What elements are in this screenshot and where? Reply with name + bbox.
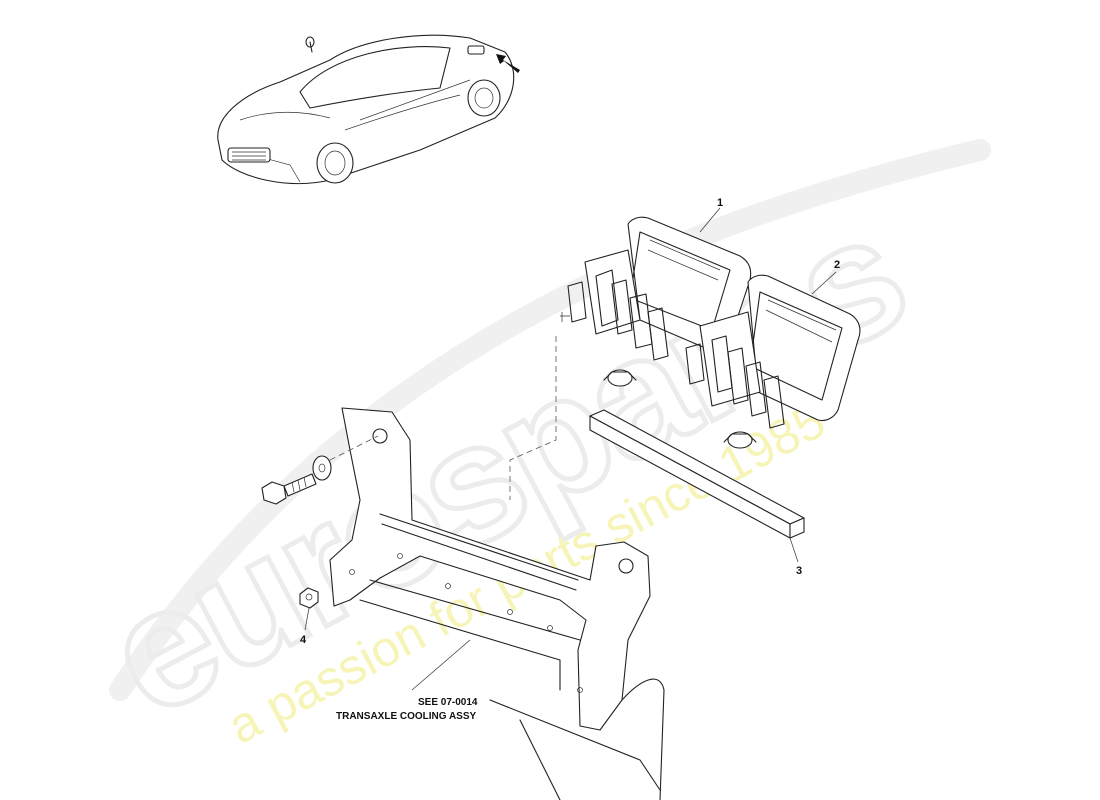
mounting-bracket bbox=[329, 407, 665, 800]
bolt bbox=[261, 473, 317, 505]
leader-lines bbox=[304, 207, 837, 691]
reference-note-line1: SEE 07-0014 bbox=[418, 697, 478, 708]
callout-3: 3 bbox=[796, 565, 802, 577]
washer bbox=[312, 455, 332, 481]
watermark-brand: eurospares bbox=[79, 179, 932, 751]
vehicle-locator-illustration bbox=[217, 34, 520, 185]
locator-arrow bbox=[496, 54, 520, 73]
callout-1: 1 bbox=[717, 197, 723, 209]
watermark-swoosh bbox=[109, 139, 991, 701]
part-1-vent-grille bbox=[560, 216, 752, 387]
callout-4: 4 bbox=[300, 634, 307, 646]
part-2-vent-grille bbox=[685, 274, 861, 449]
part-4-nut bbox=[299, 587, 319, 609]
reference-note-line2: TRANSAXLE COOLING ASSY bbox=[336, 711, 477, 722]
watermark: eurospares a passion for parts since 198… bbox=[76, 139, 991, 755]
assembly-lines bbox=[329, 336, 557, 500]
callout-2: 2 bbox=[834, 259, 840, 271]
